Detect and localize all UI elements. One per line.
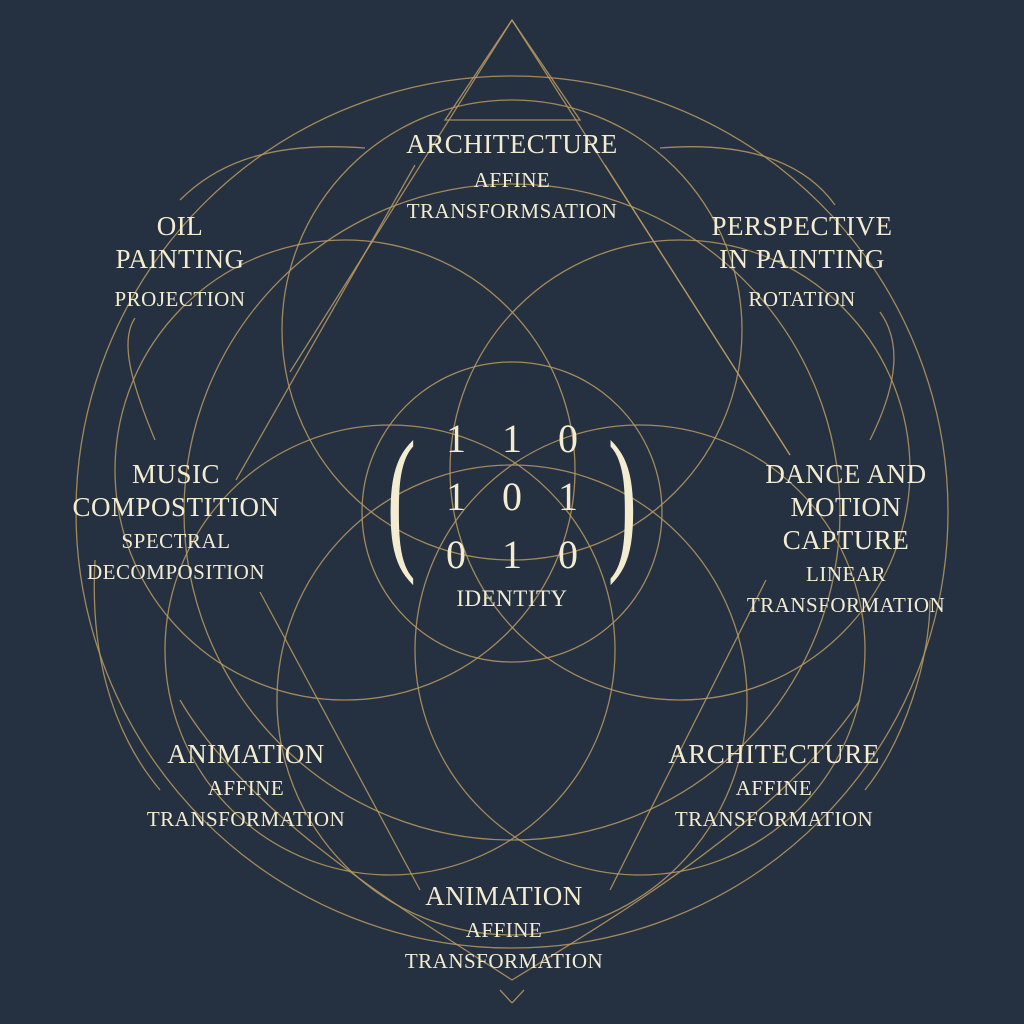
node-title: MUSIC COMPOSTITION xyxy=(72,459,280,522)
node-subtitle: AFFINE TRANSFORMATION xyxy=(404,918,604,973)
node-subtitle: SPECTRAL DECOMPOSITION xyxy=(86,529,265,584)
matrix-cell: 0 xyxy=(558,532,578,577)
left-parenthesis: ( xyxy=(386,408,417,586)
matrix-cell: 1 xyxy=(446,474,466,519)
node-mid-left: MUSIC COMPOSTITION SPECTRAL DECOMPOSITIO… xyxy=(61,458,291,588)
matrix-cell: 1 xyxy=(446,416,466,461)
matrix-cell: 0 xyxy=(558,416,578,461)
matrix-cell: 0 xyxy=(502,474,522,519)
matrix-cell: 1 xyxy=(502,416,522,461)
node-upper-left: OIL PAINTING PROJECTION xyxy=(100,210,260,315)
matrix-cell: 1 xyxy=(558,474,578,519)
center-matrix: ( 1 1 0 1 0 1 0 1 0 ) xyxy=(375,410,650,584)
node-title: ANIMATION xyxy=(167,739,325,769)
matrix-grid: 1 1 0 1 0 1 0 1 0 xyxy=(428,410,596,584)
node-title: ARCHITECTURE xyxy=(406,129,618,159)
node-title: PERSPECTIVE IN PAINTING xyxy=(711,211,893,274)
node-mid-right: DANCE AND MOTION CAPTURE LINEAR TRANSFOR… xyxy=(736,458,956,621)
node-title: ANIMATION xyxy=(425,881,583,911)
right-parenthesis: ) xyxy=(607,408,638,586)
matrix-cell: 0 xyxy=(446,532,466,577)
node-lower-right: ARCHITECTURE AFFINE TRANSFORMATION xyxy=(654,738,894,835)
node-subtitle: PROJECTION xyxy=(114,287,246,311)
node-subtitle: AFFINE TRANSFORMATION xyxy=(146,776,346,831)
center-label: IDENTITY xyxy=(456,586,568,611)
node-subtitle: AFFINE TRANSFORMATION xyxy=(674,776,874,831)
node-bottom: ANIMATION AFFINE TRANSFORMATION xyxy=(384,880,624,977)
node-top: ARCHITECTURE AFFINE TRANSFORMSATION xyxy=(362,128,662,227)
node-subtitle: LINEAR TRANSFORMATION xyxy=(746,562,946,617)
node-lower-left: ANIMATION AFFINE TRANSFORMATION xyxy=(126,738,366,835)
node-upper-right: PERSPECTIVE IN PAINTING ROTATION xyxy=(697,210,907,315)
matrix-cell: 1 xyxy=(502,532,522,577)
node-title: ARCHITECTURE xyxy=(668,739,880,769)
node-title: OIL PAINTING xyxy=(115,211,245,274)
node-subtitle: ROTATION xyxy=(748,287,856,311)
node-subtitle: AFFINE TRANSFORMSATION xyxy=(406,168,618,223)
node-title: DANCE AND MOTION CAPTURE xyxy=(765,459,927,555)
